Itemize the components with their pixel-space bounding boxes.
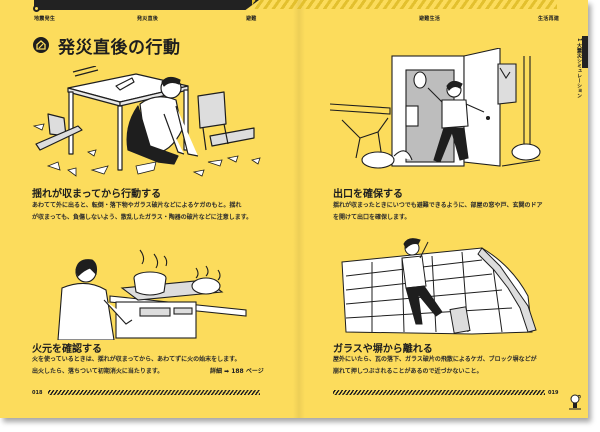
progress-marker-icon [33,5,40,12]
body-line: を開けて出口を確保します。 [333,214,411,221]
step-immediate: 発災直後 [137,16,159,22]
body-line: 崩れて押しつぶされることがあるので近づかないこと。 [333,368,483,375]
body-line: 揺れが収まったときにいつでも避難できるように、部屋の窓や戸、玄関のドア [333,202,543,209]
step-evacuation: 避難 [246,16,257,22]
page-number-left: 018 [32,390,43,396]
body-line: 火を使っているときは、揺れが収まってから、あわてずに火の始末をします。 [32,356,241,363]
person-turning-off-stove-icon [46,240,266,341]
section-body-avoid-glass-walls: 屋外にいたら、瓦の落下、ガラス破片の飛散によるケガ、ブロック塀などが 崩れて押し… [333,354,583,378]
step-earthquake: 地震発生 [34,16,56,22]
step-rebuilding: 生活再建 [538,16,560,22]
section-body-wait-shaking: あわてて外に出ると、転倒・落下物やガラス破片などによるケガのもと。揺れ が収まっ… [32,200,292,224]
body-line: が収まっても、負傷しないよう、散乱したガラス・陶器の破片などに注意します。 [32,214,253,221]
page-number-right: 019 [548,390,559,396]
chapter-tab-label: 1 大震災シミュレーション [576,38,582,99]
step-shelter-life: 避難生活 [419,16,441,22]
section-title-avoid-glass-walls: ガラスや塀から離れる [333,344,433,355]
person-avoiding-falling-wall-icon [332,236,560,338]
progress-bar-filled [34,0,259,10]
footer-hatch-left [48,390,260,395]
footer-hatch-right [333,390,545,395]
body-line: あわてて外に出ると、転倒・落下物やガラス破片などによるケガのもと。揺れ [32,202,242,209]
person-opening-door-icon [329,47,560,176]
page-reference-link[interactable]: 詳細 ➡ 188 ページ [210,368,264,375]
section-body-secure-exit: 揺れが収まったときにいつでも避難できるように、部屋の窓や戸、玄関のドア を開けて… [333,200,583,224]
book-gutter [293,0,305,418]
section-title-wait-shaking: 揺れが収まってから行動する [32,189,162,200]
section-title-secure-exit: 出口を確保する [333,189,403,200]
section-body-check-fire: 火を使っているときは、揺れが収まってから、あわてずに火の始末をします。 出火した… [32,354,292,378]
book-spread: 地震発生 発災直後 避難 避難生活 生活再建 1 大震災シミュレーション 発災直… [0,0,588,418]
section-title-check-fire: 火元を確認する [32,344,102,355]
body-line: 出火したら、落ちついて初期消火に当たります。 [32,368,164,375]
chapter-tab[interactable] [582,36,588,68]
body-line: 屋外にいたら、瓦の落下、ガラス破片の飛散によるケガ、ブロック塀などが [333,356,537,363]
mascot-icon [568,393,582,411]
progress-bar-remaining [252,0,557,9]
person-under-table-icon [28,65,268,180]
house-alert-icon [32,36,50,54]
page-title: 発災直後の行動 [58,38,181,58]
